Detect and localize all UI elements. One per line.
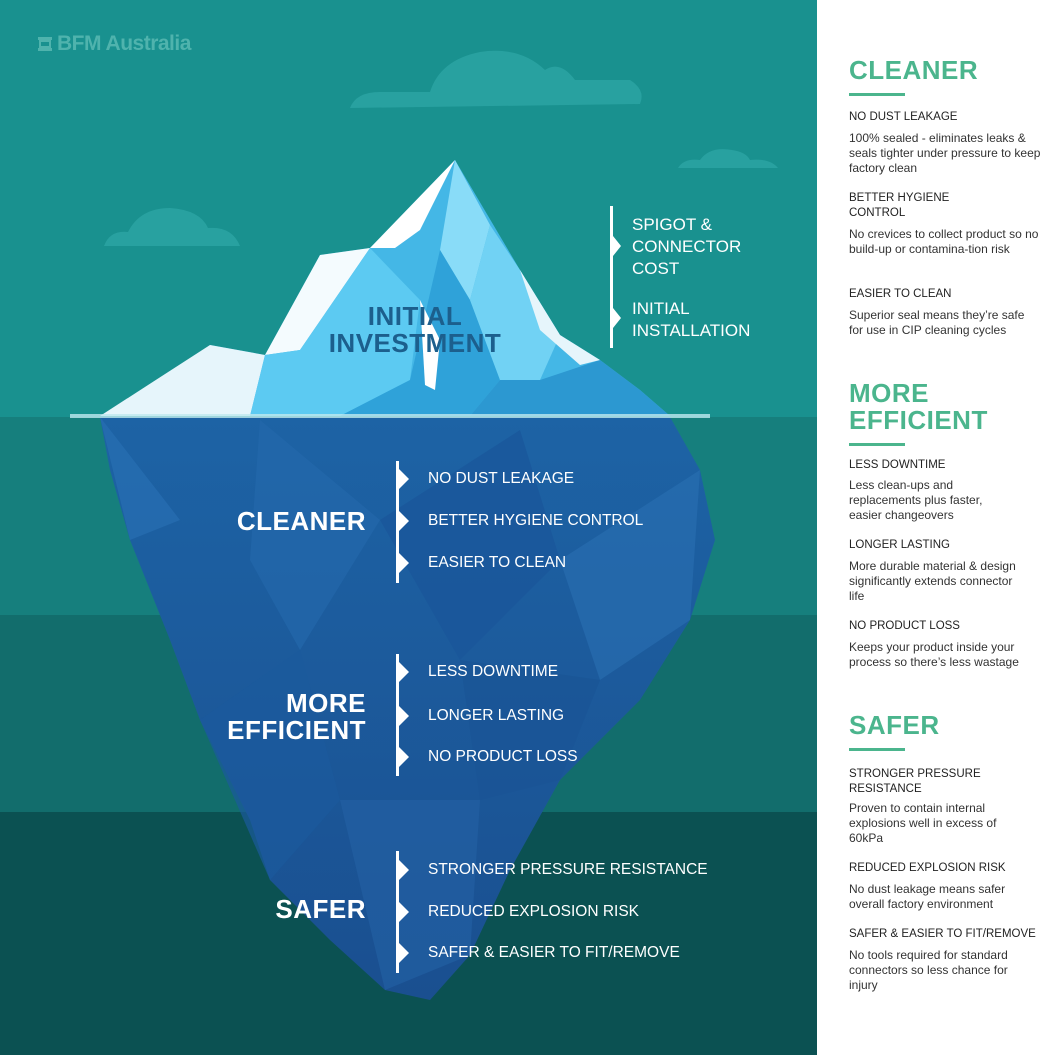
panel-item-title: EASIER TO CLEAN bbox=[849, 288, 952, 300]
panel-item-title: BETTER HYGIENE CONTROL bbox=[849, 192, 950, 219]
bracket-tip bbox=[610, 206, 621, 348]
panel-item-desc: Proven to contain internal explosions we… bbox=[849, 801, 997, 845]
iceberg-tip bbox=[100, 160, 670, 416]
panel-item-desc: No dust leakage means safer overall fact… bbox=[849, 882, 1006, 911]
layer-label-line: MORE bbox=[286, 688, 366, 718]
brand-logo: BFM Australia bbox=[37, 32, 191, 56]
panel-heading-efficient: MORE EFFICIENT bbox=[849, 378, 988, 435]
layer-bullet: BETTER HYGIENE CONTROL bbox=[428, 512, 644, 529]
layer-bullet: LONGER LASTING bbox=[428, 707, 565, 724]
bfm-logo-icon bbox=[38, 37, 52, 51]
bracket-safer bbox=[396, 851, 409, 973]
cloud bbox=[104, 208, 240, 246]
layer-label-efficient: MORE EFFICIENT bbox=[227, 690, 366, 744]
layer-bullet: NO PRODUCT LOSS bbox=[428, 748, 578, 765]
tip-label-line: INVESTMENT bbox=[328, 328, 502, 358]
panel-item-title: LESS DOWNTIME bbox=[849, 459, 946, 471]
panel-item-title: SAFER & EASIER TO FIT/REMOVE bbox=[849, 928, 1036, 940]
panel-item-desc: No crevices to collect product so no bui… bbox=[849, 227, 1039, 256]
panel-item-desc: 100% sealed - eliminates leaks & seals t… bbox=[849, 131, 1041, 175]
layer-label-cleaner: CLEANER bbox=[237, 508, 366, 535]
iceberg-scene: BFM Australia INITIAL INVESTMENT SPIGOT … bbox=[0, 0, 817, 1055]
panel-item-desc: Superior seal means they’re safe for use… bbox=[849, 308, 1025, 337]
layer-bullet: EASIER TO CLEAN bbox=[428, 554, 567, 571]
tip-bullet: SPIGOT & CONNECTOR COST bbox=[632, 215, 742, 278]
cloud bbox=[678, 149, 778, 168]
layer-label-line: CLEANER bbox=[236, 506, 366, 536]
layer-label-safer: SAFER bbox=[275, 896, 366, 923]
panel-item-desc: No tools required for standard connector… bbox=[849, 948, 1008, 992]
tip-label-line: INITIAL bbox=[367, 301, 463, 331]
cloud bbox=[350, 50, 642, 108]
layer-label-line: SAFER bbox=[275, 894, 366, 924]
panel-item-title: LONGER LASTING bbox=[849, 539, 950, 551]
panel-item-title: NO PRODUCT LOSS bbox=[849, 620, 960, 632]
layer-bullet: SAFER & EASIER TO FIT/REMOVE bbox=[428, 944, 680, 961]
tip-bullet: INITIAL INSTALLATION bbox=[632, 299, 751, 340]
panel-item-desc: Less clean-ups and replacements plus fas… bbox=[849, 478, 983, 522]
panel-item-desc: Keeps your product inside your process s… bbox=[849, 640, 1019, 669]
bracket-efficient bbox=[396, 654, 409, 776]
layer-bullet: REDUCED EXPLOSION RISK bbox=[428, 903, 640, 920]
bracket-cleaner bbox=[396, 461, 409, 583]
panel-item-title: STRONGER PRESSURE RESISTANCE bbox=[849, 768, 981, 795]
waterline bbox=[70, 414, 710, 418]
panel-heading-cleaner: CLEANER bbox=[849, 55, 979, 85]
iceberg-illustration bbox=[0, 0, 817, 1055]
iceberg-underwater bbox=[100, 417, 715, 1000]
panel-heading-safer: SAFER bbox=[849, 710, 940, 740]
heading-underline bbox=[849, 443, 905, 446]
tip-label: INITIAL INVESTMENT bbox=[300, 303, 530, 357]
heading-underline bbox=[849, 93, 905, 96]
info-panel: CLEANER NO DUST LEAKAGE 100% sealed - el… bbox=[817, 0, 1055, 1055]
heading-underline bbox=[849, 748, 905, 751]
panel-item-title: NO DUST LEAKAGE bbox=[849, 111, 958, 123]
layer-bullet: LESS DOWNTIME bbox=[428, 663, 559, 680]
layer-bullet: NO DUST LEAKAGE bbox=[428, 470, 575, 487]
panel-item-title: REDUCED EXPLOSION RISK bbox=[849, 862, 1006, 874]
layer-label-line: EFFICIENT bbox=[227, 715, 366, 745]
panel-item-desc: More durable material & design significa… bbox=[849, 559, 1016, 603]
layer-bullet: STRONGER PRESSURE RESISTANCE bbox=[428, 861, 708, 878]
logo-text: BFM Australia bbox=[57, 32, 191, 55]
